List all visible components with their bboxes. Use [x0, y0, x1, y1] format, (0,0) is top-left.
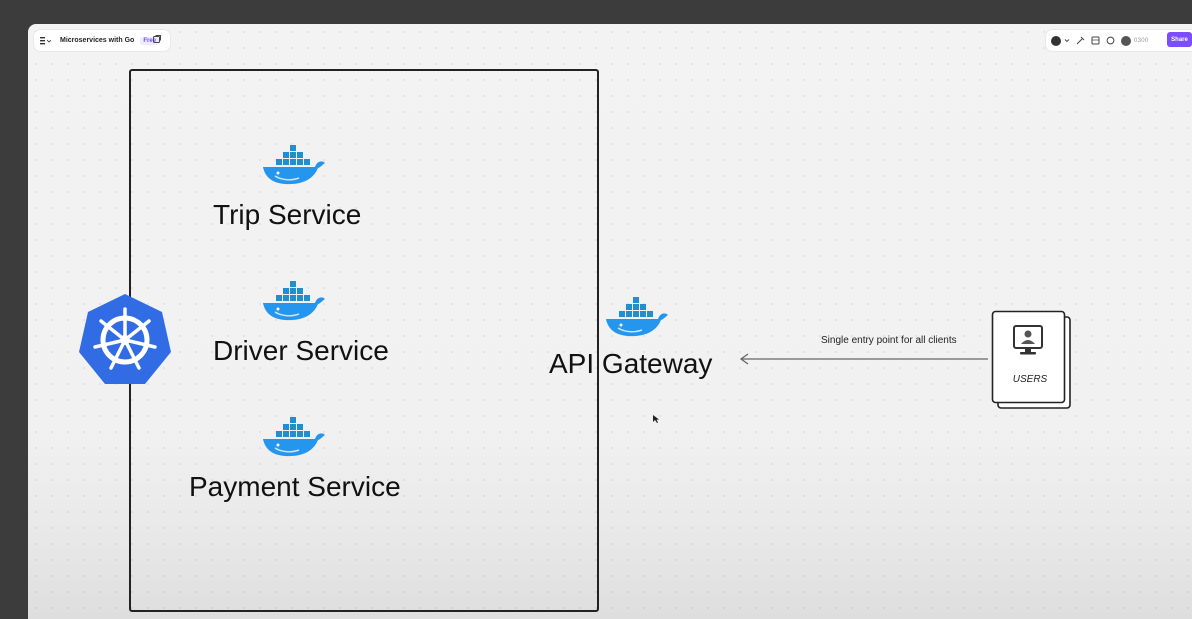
- docker-whale-icon: [262, 144, 326, 185]
- pages-icon[interactable]: [152, 34, 162, 44]
- presence-avatar[interactable]: [1121, 35, 1131, 46]
- file-title[interactable]: Microservices with Go: [60, 37, 135, 44]
- docker-whale-icon: [262, 280, 326, 321]
- plan-badge[interactable]: Free: [140, 36, 159, 45]
- main-menu-icon[interactable]: [40, 36, 52, 45]
- file-toolbar: Microservices with Go Free: [34, 30, 170, 51]
- service-label-trip[interactable]: Trip Service: [213, 199, 362, 230]
- docker-whale-icon: [605, 296, 669, 337]
- canvas[interactable]: Microservices with Go Free 0300 Share: [28, 24, 1192, 619]
- magic-tool-icon[interactable]: [1076, 36, 1085, 45]
- user-avatar[interactable]: [1051, 35, 1061, 46]
- frame-icon[interactable]: [1091, 36, 1100, 45]
- monitor-user-icon: [1013, 325, 1043, 355]
- collab-toolbar: 0300: [1046, 30, 1192, 51]
- users-node[interactable]: [991, 310, 1073, 412]
- service-label-payment[interactable]: Payment Service: [189, 471, 401, 502]
- arrow-label[interactable]: Single entry point for all clients: [821, 335, 957, 346]
- zoom-level[interactable]: 0300: [1134, 37, 1149, 44]
- kubernetes-icon[interactable]: [78, 292, 172, 386]
- gateway-label[interactable]: API Gateway: [549, 348, 713, 379]
- docker-whale-icon: [262, 416, 326, 457]
- request-arrow[interactable]: [738, 349, 990, 369]
- users-label: USERS: [1012, 374, 1048, 385]
- comment-icon[interactable]: [1106, 36, 1115, 45]
- service-label-driver[interactable]: Driver Service: [213, 335, 389, 366]
- share-button[interactable]: Share: [1167, 32, 1192, 47]
- mouse-cursor-icon: [653, 415, 659, 423]
- chevron-down-icon[interactable]: [1064, 36, 1070, 45]
